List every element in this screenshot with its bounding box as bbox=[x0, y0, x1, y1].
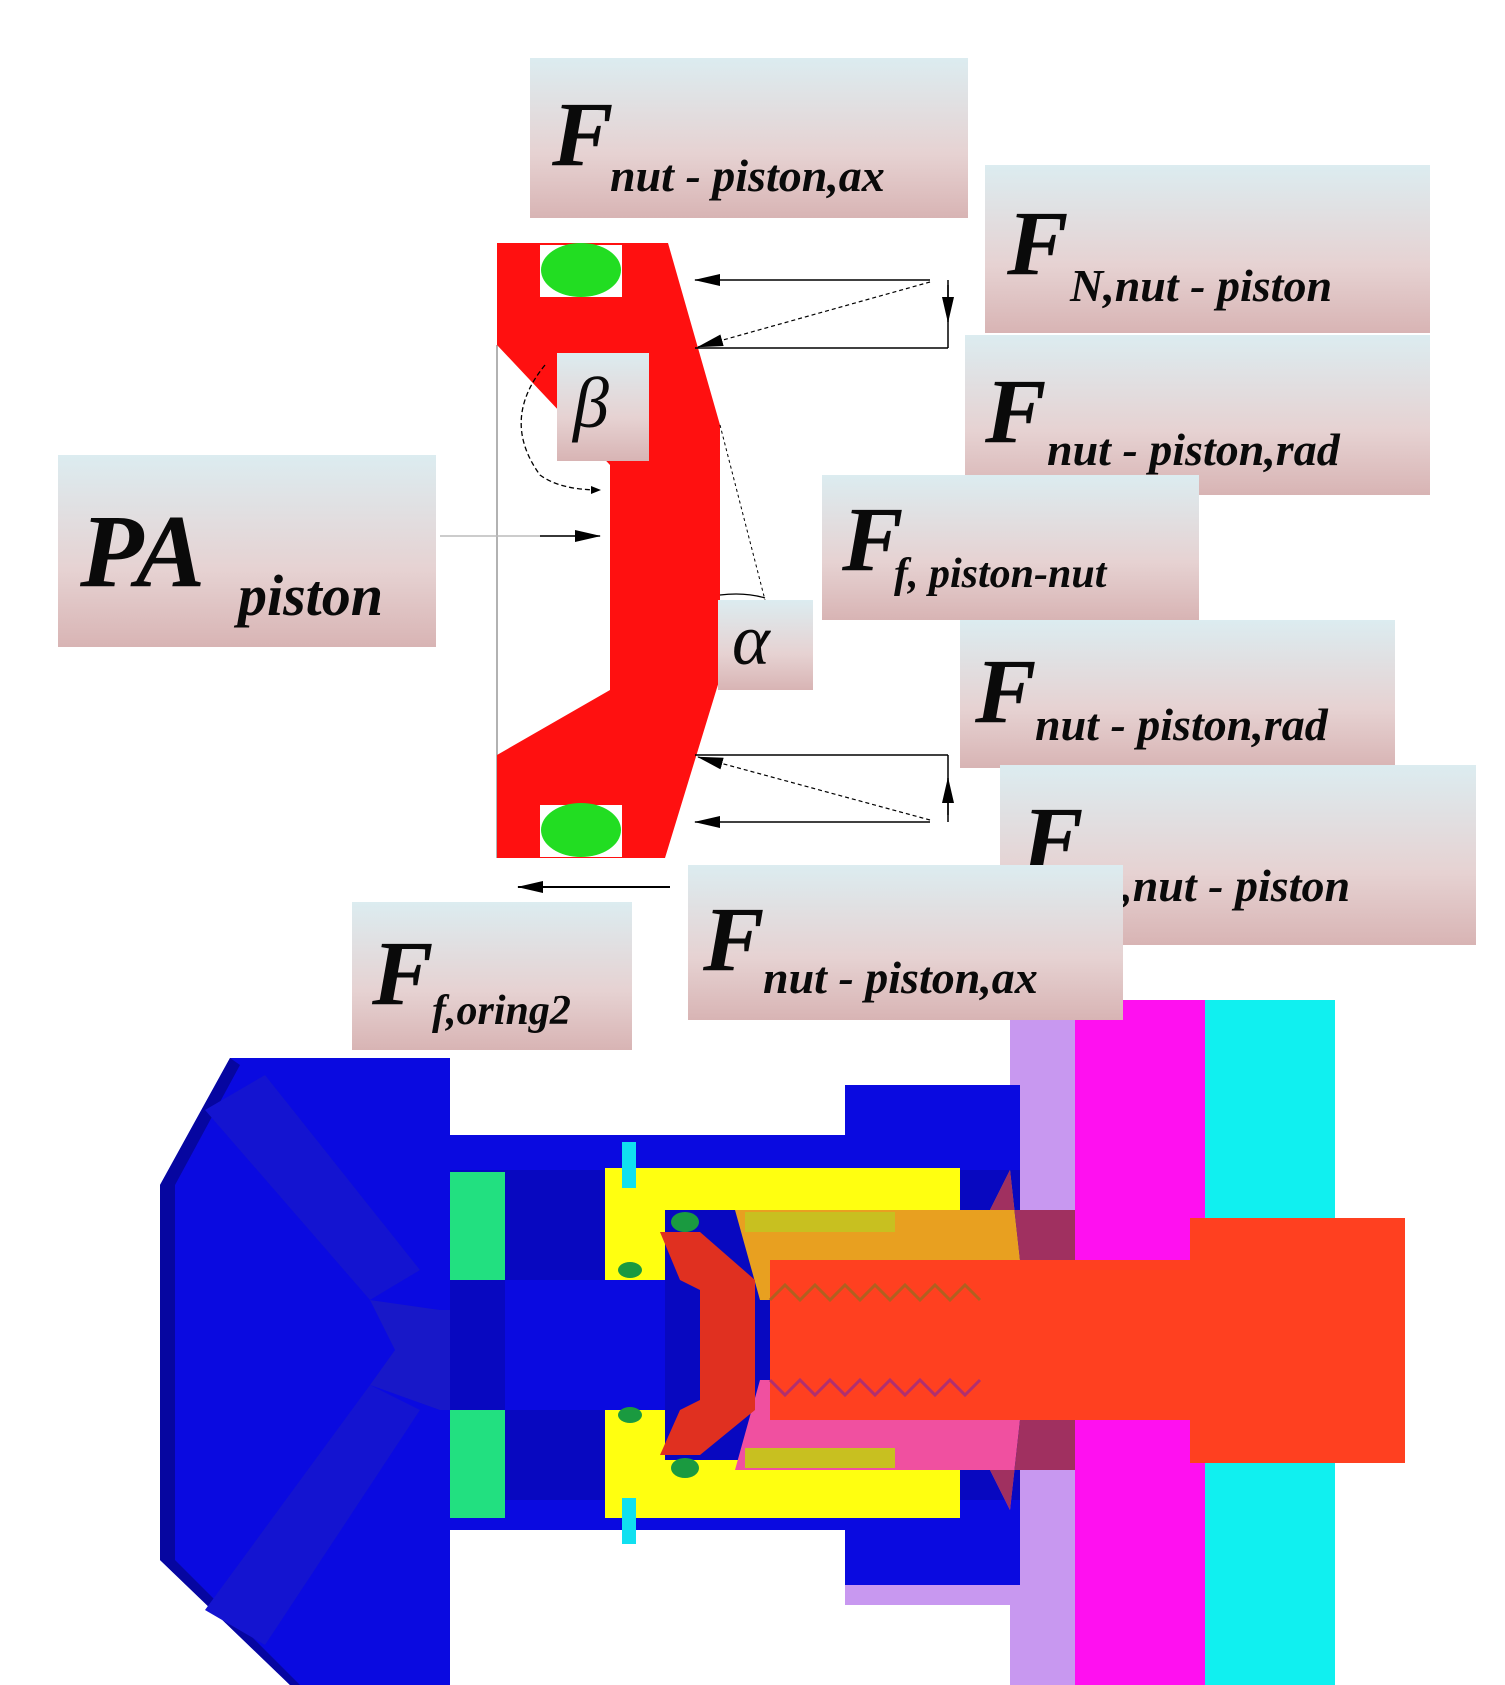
label-main: F bbox=[552, 83, 614, 185]
label-main: F bbox=[842, 488, 904, 590]
label-sub: piston bbox=[238, 563, 384, 628]
label-main: F bbox=[985, 360, 1047, 462]
label-sub: N,nut - piston bbox=[1088, 860, 1351, 911]
inlet-upper bbox=[205, 1075, 420, 1300]
arrow-normal-top bbox=[697, 281, 931, 348]
plum-lower bbox=[990, 1420, 1075, 1510]
label-fn-nut-piston-top: F N,nut - piston bbox=[985, 165, 1430, 333]
label-sub: f,oring2 bbox=[432, 988, 571, 1034]
piston-shape bbox=[497, 243, 720, 858]
label-greek: α bbox=[732, 600, 770, 680]
bolt-shaft bbox=[770, 1260, 1190, 1420]
label-main: F bbox=[703, 888, 765, 990]
piston-oring-bottom bbox=[671, 1458, 699, 1478]
thread-upper bbox=[768, 1282, 982, 1303]
piston-in-assembly bbox=[660, 1232, 755, 1455]
label-sub: N,nut - piston bbox=[1070, 260, 1333, 311]
cyan-ring-top bbox=[622, 1142, 636, 1188]
label-main: F bbox=[372, 922, 434, 1024]
label-f-nut-piston-ax-bottom: F nut - piston,ax bbox=[688, 865, 1123, 1020]
yellow-sleeve bbox=[605, 1168, 960, 1518]
label-sub: nut - piston,ax bbox=[763, 952, 1038, 1003]
label-beta: β bbox=[557, 353, 649, 461]
piston-oring-top bbox=[671, 1212, 699, 1232]
seal-block-bottom bbox=[450, 1410, 505, 1518]
bolt-head bbox=[1190, 1218, 1405, 1463]
label-main: F bbox=[975, 640, 1037, 742]
thread-lower bbox=[768, 1377, 982, 1398]
label-alpha: α bbox=[718, 600, 813, 690]
sleeve-oring-top bbox=[618, 1262, 642, 1278]
label-f-f-piston-nut: F f, piston-nut bbox=[822, 475, 1199, 620]
label-greek: β bbox=[573, 363, 609, 443]
label-f-nut-piston-rad-bottom: F nut - piston,rad bbox=[960, 620, 1395, 768]
nut-lower-insert bbox=[745, 1448, 895, 1468]
sleeve-oring-bottom bbox=[618, 1407, 642, 1423]
seal-block-top bbox=[450, 1172, 505, 1280]
plum-upper bbox=[990, 1170, 1075, 1260]
oring-top bbox=[541, 243, 621, 297]
label-sub: nut - piston,rad bbox=[1047, 424, 1340, 475]
label-pa-piston: PA piston bbox=[58, 455, 436, 647]
arrow-normal-bottom bbox=[697, 756, 931, 821]
alpha-arc bbox=[719, 593, 766, 599]
beta-arc bbox=[520, 364, 601, 494]
assembly-cross-section bbox=[160, 1000, 1405, 1685]
label-sub: f, piston-nut bbox=[894, 551, 1107, 597]
nut-upper-insert bbox=[745, 1212, 895, 1232]
label-f-f-oring2: F f,oring2 bbox=[352, 902, 632, 1050]
label-main: PA bbox=[80, 494, 206, 609]
bore-channel bbox=[505, 1280, 665, 1410]
label-main: F bbox=[1007, 192, 1069, 294]
label-f-nut-piston-ax-top: F nut - piston,ax bbox=[530, 58, 968, 218]
alpha-ref-line bbox=[719, 424, 766, 601]
label-f-nut-piston-rad-top: F nut - piston,rad bbox=[965, 335, 1430, 495]
cyan-ring-bottom bbox=[622, 1498, 636, 1544]
inlet-lower bbox=[205, 1385, 420, 1645]
label-sub: nut - piston,ax bbox=[610, 150, 885, 201]
oring-bottom bbox=[541, 803, 621, 857]
label-sub: nut - piston,rad bbox=[1035, 699, 1328, 750]
